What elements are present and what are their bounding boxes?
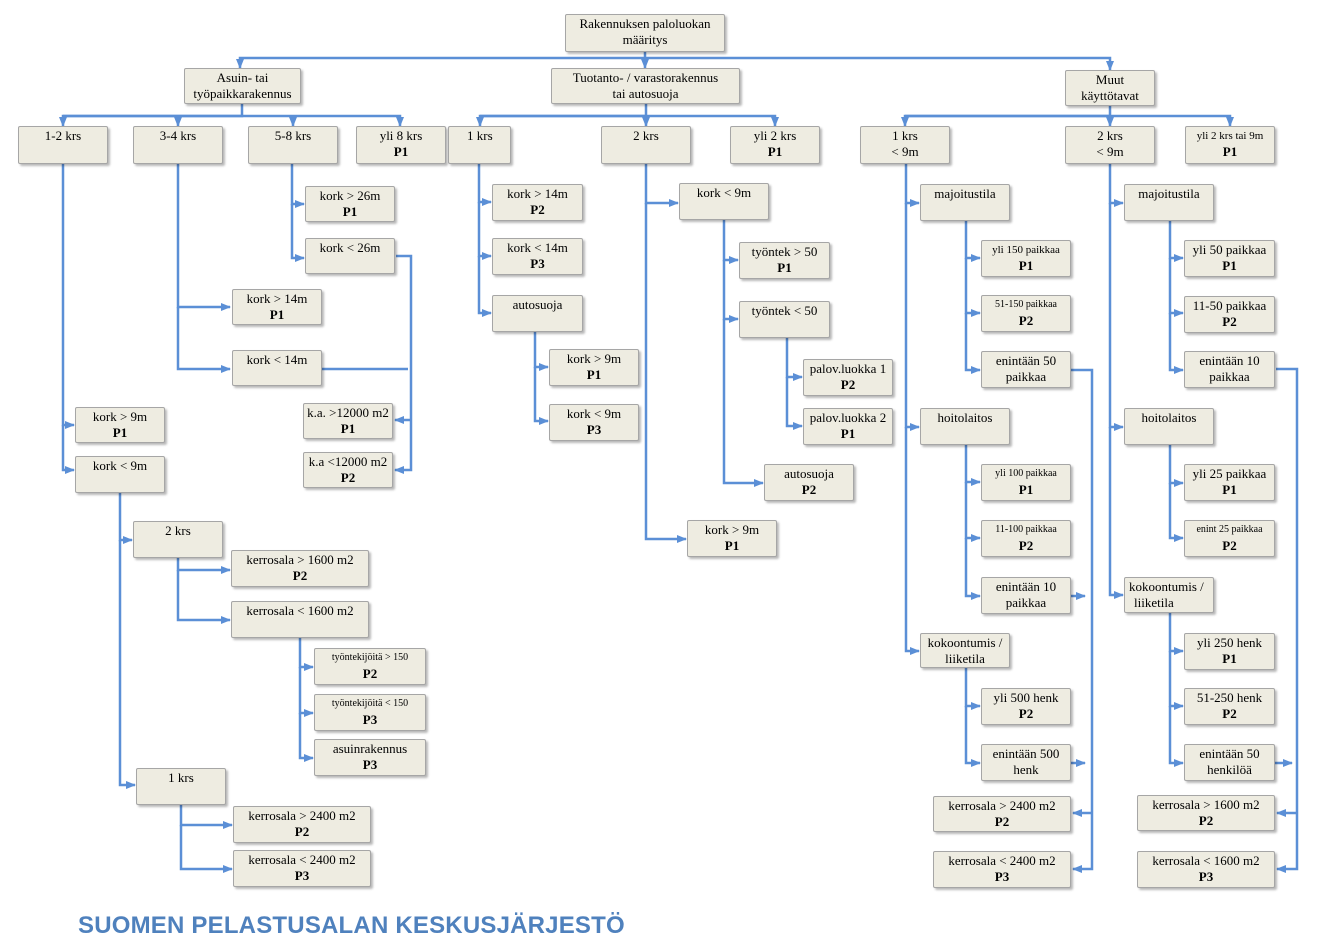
node-a58krs: 5-8 krs xyxy=(248,126,338,164)
node-kork9-lt: kork < 9m xyxy=(75,456,165,493)
node-m2krs: 2 krs< 9m xyxy=(1065,126,1155,164)
node-m1krs: 1 krs< 9m xyxy=(860,126,950,164)
node-a12krs: 1-2 krs xyxy=(18,126,108,164)
node-t1krs: 1 krs xyxy=(448,126,511,164)
node-m2-majoitustila: majoitustila xyxy=(1124,184,1214,221)
node-a1krs: 1 krs xyxy=(136,768,226,805)
node-kork14-lt: kork < 14m xyxy=(232,350,322,386)
node-m2-hoitolaitos: hoitolaitos xyxy=(1124,408,1214,445)
node-t2k9-lt: kork < 9m xyxy=(679,183,769,220)
node-m1-majoitustila: majoitustila xyxy=(920,184,1010,221)
node-a34krs: 3-4 krs xyxy=(133,126,223,164)
node-t2krs: 2 krs xyxy=(601,126,691,164)
node-kork26-lt: kork < 26m xyxy=(305,238,395,274)
node-m1-kokoontumis: kokoontumis /liiketila xyxy=(920,633,1010,668)
node-ks1600-lt: kerrosala < 1600 m2 xyxy=(231,601,369,638)
node-m1-hoitolaitos: hoitolaitos xyxy=(920,408,1010,445)
node-tyontek50-lt: työntek < 50 xyxy=(739,301,830,338)
node-a2krs: 2 krs xyxy=(133,521,223,558)
node-m2-kokoontumis: kokoontumis /liiketila xyxy=(1124,577,1214,613)
node-tautosuoja: autosuoja xyxy=(492,295,583,332)
organization-name: SUOMEN PELASTUSALAN KESKUSJÄRJESTÖ xyxy=(78,912,625,939)
